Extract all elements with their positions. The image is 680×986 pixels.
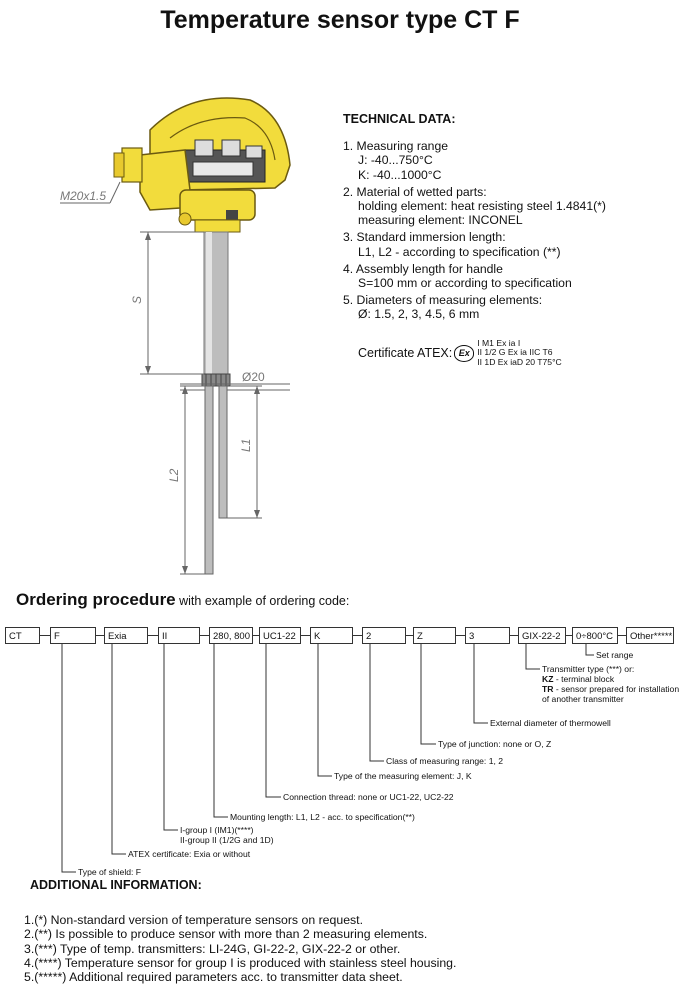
kz-code: KZ — [542, 674, 554, 684]
desc-group-line: II-group II (1/2G and 1D) — [180, 835, 274, 845]
certificate-lines: I M1 Ex ia I II 1/2 G Ex ia IIC T6 II 1D… — [477, 337, 562, 368]
ex-icon: Ex — [454, 344, 475, 362]
code-box-type: CT — [5, 627, 40, 644]
tech-item-head: 2. Material of wetted parts: — [343, 184, 487, 199]
desc-transmitter: Transmitter type (***) or: KZ - terminal… — [542, 664, 679, 704]
desc-junction: Type of junction: none or O, Z — [438, 739, 552, 749]
desc-thread: Connection thread: none or UC1-22, UC2-2… — [283, 792, 454, 802]
tech-item-material: 2. Material of wetted parts: holding ele… — [343, 185, 678, 228]
technical-data: TECHNICAL DATA: 1. Measuring range J: -4… — [343, 112, 678, 368]
measuring-element-l1 — [218, 385, 228, 519]
measuring-element-l2 — [204, 385, 214, 575]
desc-thermowell: External diameter of thermowell — [490, 718, 611, 728]
additional-heading: ADDITIONAL INFORMATION: — [30, 878, 202, 892]
tr-code: TR — [542, 684, 554, 694]
tech-item-diameters: 5. Diameters of measuring elements: Ø: 1… — [343, 293, 678, 321]
tech-item-line: J: -40...750°C — [358, 153, 433, 168]
note-item: 1.(*) Non-standard version of temperatur… — [24, 913, 364, 927]
tech-item-line: L1, L2 - according to specification (**) — [358, 244, 561, 259]
code-box-junction: Z — [413, 627, 456, 644]
ordering-heading: Ordering procedure with example of order… — [16, 590, 349, 610]
code-box-class: 2 — [362, 627, 406, 644]
desc-class: Class of measuring range: 1, 2 — [386, 756, 504, 766]
note-item: 2.(**) Is possible to produce sensor wit… — [24, 927, 428, 942]
note-item: 4.(****) Temperature sensor for group I … — [24, 955, 457, 970]
tech-item-line: K: -40...1000°C — [358, 167, 442, 182]
desc-transmitter-line: of another transmitter — [542, 694, 624, 704]
note-item: 3.(***) Type of temp. transmitters: LI-2… — [24, 941, 401, 956]
tech-item-assembly: 4. Assembly length for handle S=100 mm o… — [343, 262, 678, 290]
tech-item-line: S=100 mm or according to specification — [358, 276, 572, 291]
ordering-subtitle: with example of ordering code: — [175, 594, 350, 608]
page-title: Temperature sensor type CT F — [160, 6, 520, 34]
tech-item-head: 4. Assembly length for handle — [343, 261, 503, 276]
code-box-group: II — [158, 627, 200, 644]
code-box-transmitter: GIX-22-2 — [518, 627, 566, 644]
tech-item-head: 3. Standard immersion length: — [343, 230, 506, 245]
code-box-thermowell: 3 — [465, 627, 510, 644]
certificate-line: II 1D Ex iaD 20 T75°C — [477, 357, 562, 368]
kz-text: - terminal block — [553, 674, 615, 684]
certificate-line: I M1 Ex ia I — [477, 337, 521, 348]
tech-item-range: 1. Measuring range J: -40...750°C K: -40… — [343, 139, 678, 182]
desc-mounting: Mounting length: L1, L2 - acc. to specif… — [230, 812, 415, 822]
tech-item-line: measuring element: INCONEL — [358, 213, 523, 228]
code-box-element: K — [310, 627, 353, 644]
certificate-line: II 1/2 G Ex ia IIC T6 — [477, 347, 553, 358]
leader-lines — [61, 644, 594, 873]
desc-element: Type of the measuring element: J, K — [334, 771, 472, 781]
desc-group: I-group I (IM1)(****) II-group II (1/2G … — [180, 825, 274, 845]
desc-transmitter-kz: KZ - terminal block — [542, 674, 679, 684]
desc-set-range: Set range — [596, 650, 634, 660]
code-box-atex: Exia — [104, 627, 148, 644]
ordering-title: Ordering procedure — [16, 590, 176, 609]
code-box-shield: F — [50, 627, 96, 644]
sensor-head-housing — [113, 97, 291, 233]
dim-s-label: S — [130, 296, 144, 304]
desc-group-line: I-group I (IM1)(****) — [180, 825, 254, 835]
certificate-label: Certificate ATEX: — [358, 346, 453, 361]
dim-l1-label: L1 — [239, 439, 253, 452]
sensor-drawing: M20x1.5 S Ø20 L2 L1 — [60, 97, 291, 575]
note-item: 5.(*****) Additional required parameters… — [24, 970, 403, 985]
desc-atex: ATEX certificate: Exia or without — [128, 849, 251, 859]
tr-text: - sensor prepared for installation — [553, 684, 680, 694]
code-box-mounting: 280, 800 — [209, 627, 253, 644]
tech-item-immersion: 3. Standard immersion length: L1, L2 - a… — [343, 230, 678, 258]
technical-heading: TECHNICAL DATA: — [343, 112, 456, 126]
tech-item-line: Ø: 1.5, 2, 3, 4.5, 6 mm — [358, 307, 480, 322]
desc-transmitter-line: Transmitter type (***) or: — [542, 664, 635, 674]
code-box-thread: UC1-22 — [259, 627, 301, 644]
code-box-other: Other***** — [626, 627, 674, 644]
desc-shield: Type of shield: F — [78, 867, 142, 877]
dim-diameter-label: Ø20 — [242, 370, 265, 384]
code-box-range: 0÷800°C — [572, 627, 618, 644]
dim-l2-label: L2 — [167, 468, 181, 482]
thread-label: M20x1.5 — [60, 189, 106, 203]
tech-item-line: holding element: heat resisting steel 1.… — [358, 199, 606, 214]
desc-transmitter-tr: TR - sensor prepared for installation — [542, 684, 679, 694]
additional-notes: 1.(*) Non-standard version of temperatur… — [24, 913, 456, 984]
atex-certificate: Certificate ATEX: Ex I M1 Ex ia I II 1/2… — [343, 337, 678, 368]
tech-item-head: 1. Measuring range — [343, 139, 449, 154]
tech-item-head: 5. Diameters of measuring elements: — [343, 293, 543, 308]
